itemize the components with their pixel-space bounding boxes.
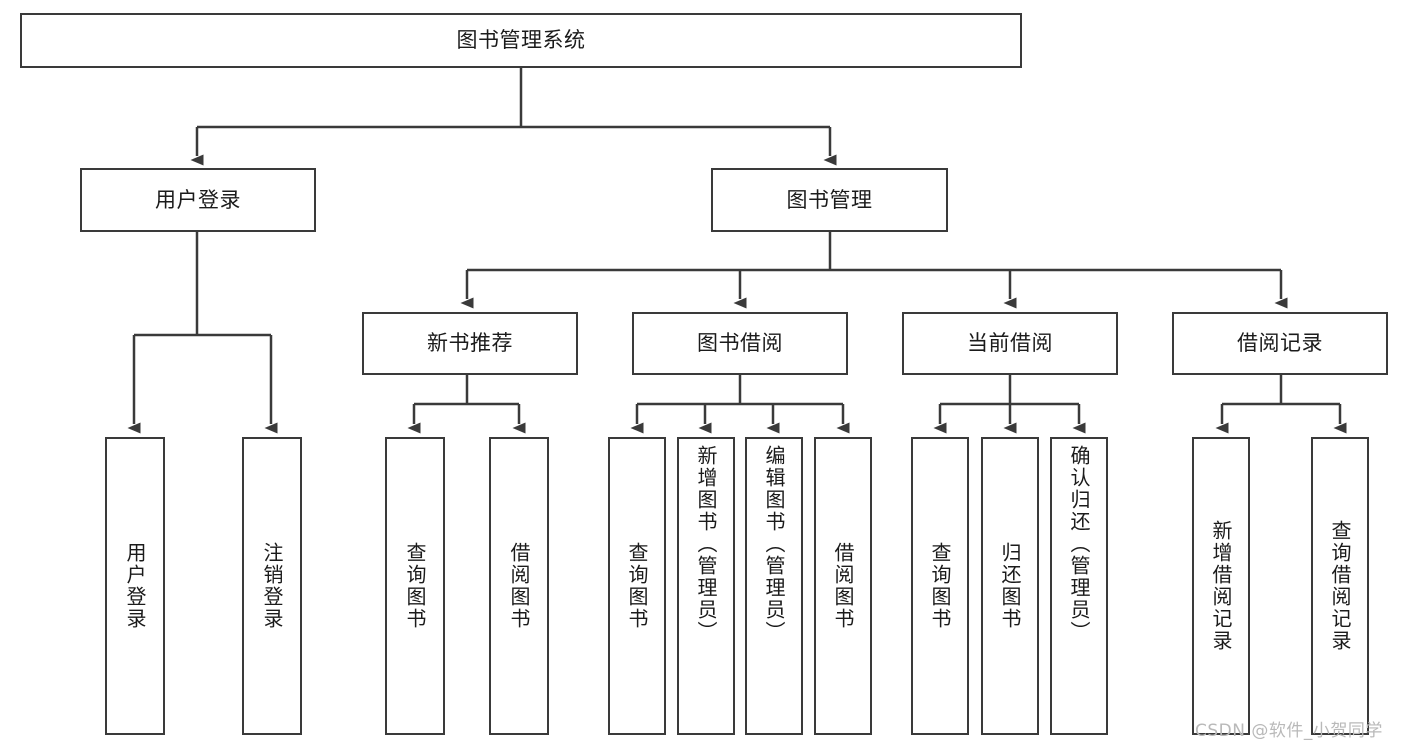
leaf-logout[interactable]: 注销登录 [242,437,302,735]
leaf-borrow-book-recommend-label: 借阅图书 [507,542,531,630]
leaf-query-book-current[interactable]: 查询图书 [911,437,969,735]
node-current-borrow-label: 当前借阅 [967,331,1053,356]
leaf-query-borrow-record-label: 查询借阅记录 [1328,520,1352,652]
leaf-user-login[interactable]: 用户登录 [105,437,165,735]
leaf-borrow-book-recommend[interactable]: 借阅图书 [489,437,549,735]
leaf-return-book[interactable]: 归还图书 [981,437,1039,735]
node-book-borrow-label: 图书借阅 [697,331,783,356]
node-new-book-recommend-label: 新书推荐 [427,331,513,356]
leaf-query-book-recommend-label: 查询图书 [403,542,427,630]
leaf-query-borrow-record[interactable]: 查询借阅记录 [1311,437,1369,735]
leaf-logout-label: 注销登录 [260,542,284,630]
node-root-label: 图书管理系统 [456,28,586,53]
leaf-add-borrow-record-label: 新增借阅记录 [1209,520,1233,652]
node-book-management[interactable]: 图书管理 [711,168,948,232]
leaf-add-borrow-record[interactable]: 新增借阅记录 [1192,437,1250,735]
leaf-edit-book-admin-label: 编辑图书（管理员） [762,445,786,643]
node-user-login-label: 用户登录 [155,187,241,212]
node-user-login[interactable]: 用户登录 [80,168,316,232]
leaf-query-book-borrow-label: 查询图书 [625,542,649,630]
node-book-borrow[interactable]: 图书借阅 [632,312,848,375]
leaf-user-login-label: 用户登录 [123,542,147,630]
node-current-borrow[interactable]: 当前借阅 [902,312,1118,375]
node-root[interactable]: 图书管理系统 [20,13,1022,68]
leaf-add-book-admin-label: 新增图书（管理员） [694,445,718,643]
leaf-edit-book-admin[interactable]: 编辑图书（管理员） [745,437,803,735]
node-borrow-record[interactable]: 借阅记录 [1172,312,1388,375]
node-borrow-record-label: 借阅记录 [1237,331,1323,356]
leaf-borrow-book-label: 借阅图书 [831,542,855,630]
leaf-query-book-borrow[interactable]: 查询图书 [608,437,666,735]
leaf-borrow-book[interactable]: 借阅图书 [814,437,872,735]
watermark: CSDN @软件_小贺同学 [1195,721,1383,741]
leaf-return-book-label: 归还图书 [998,542,1022,630]
leaf-add-book-admin[interactable]: 新增图书（管理员） [677,437,735,735]
leaf-confirm-return-admin-label: 确认归还（管理员） [1067,445,1091,643]
node-new-book-recommend[interactable]: 新书推荐 [362,312,578,375]
node-book-management-label: 图书管理 [786,187,873,212]
leaf-confirm-return-admin[interactable]: 确认归还（管理员） [1050,437,1108,735]
leaf-query-book-recommend[interactable]: 查询图书 [385,437,445,735]
leaf-query-book-current-label: 查询图书 [928,542,952,630]
